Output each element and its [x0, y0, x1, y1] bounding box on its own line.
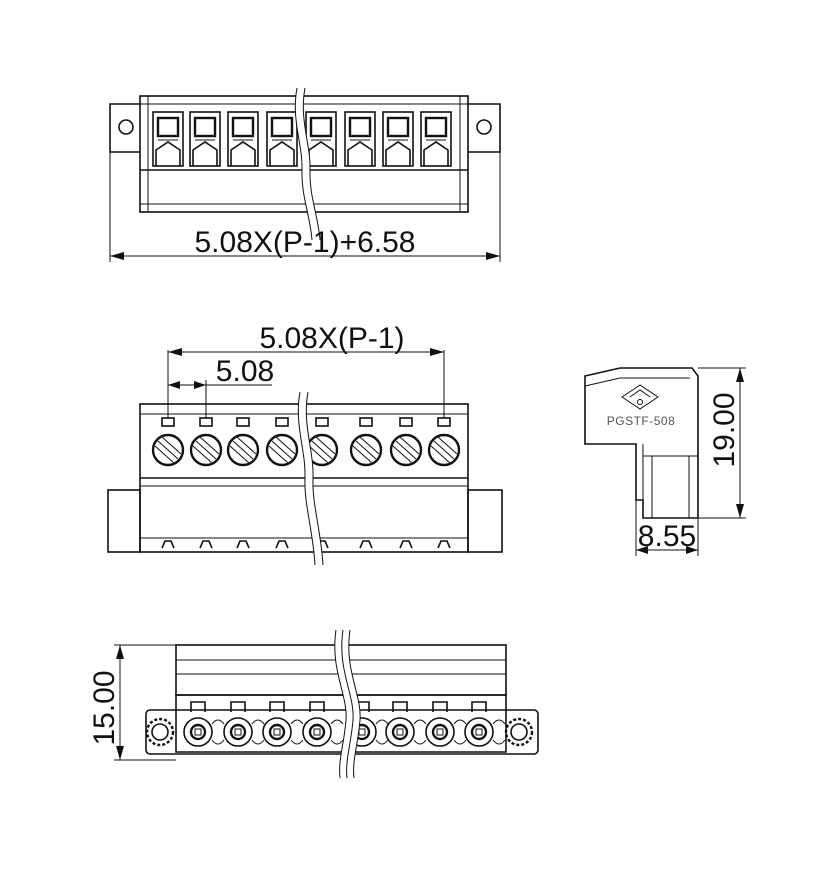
contact-foot: [437, 540, 451, 549]
pitch-label: 5.08: [216, 355, 274, 388]
contact-foot: [359, 540, 373, 549]
clamp-screw: [265, 417, 299, 467]
wire-opening: [189, 111, 221, 167]
side-depth-label: 8.55: [638, 520, 696, 553]
clamp-screw: [151, 417, 185, 467]
contact-foot: [161, 540, 175, 549]
front-view: 5.08X(P-1) 5.08: [107, 322, 503, 566]
front-view-contacts: [161, 540, 451, 549]
terminal-contact: [302, 701, 344, 747]
side-height-dimension: 19.00: [698, 367, 746, 519]
brand-logo-icon: [621, 384, 659, 410]
clamp-screw: [226, 417, 260, 467]
wire-opening: [344, 111, 376, 167]
front-view-right-flange: [467, 489, 503, 553]
side-depth-dimension: 8.55: [635, 500, 699, 556]
bottom-view-terminals: [183, 701, 506, 747]
bottom-height-label: 15.00: [88, 670, 121, 745]
side-height-label: 19.00: [708, 392, 741, 467]
bottom-view-right-knurled-screw: [504, 717, 534, 747]
terminal-contact: [262, 701, 304, 747]
side-view: PGSTF-508 19.00 8.55: [584, 367, 746, 556]
top-view-right-mount-hole: [476, 119, 492, 135]
wire-opening: [227, 111, 259, 167]
top-view: [109, 87, 501, 241]
wire-opening: [420, 111, 452, 167]
pitch-span-dimension: 5.08X(P-1): [167, 322, 445, 418]
terminal-contact: [385, 701, 427, 747]
contact-foot: [399, 540, 413, 549]
front-view-break-line: [297, 391, 316, 566]
top-view-left-flange: [109, 103, 140, 153]
pitch-span-label: 5.08X(P-1): [259, 322, 404, 355]
contact-foot: [275, 540, 289, 549]
bottom-view-terminal-body: [175, 694, 507, 753]
wire-opening: [305, 111, 337, 167]
wire-opening: [266, 111, 298, 167]
clamp-screw: [189, 417, 223, 467]
bottom-view-left-knurled-screw: [145, 717, 175, 747]
clamp-screw: [389, 417, 423, 467]
clamp-screw: [349, 417, 383, 467]
terminal-contact: [183, 701, 225, 747]
top-view-right-flange: [468, 103, 501, 153]
contact-foot: [199, 540, 213, 549]
terminal-contact: [425, 701, 467, 747]
terminal-contact: [464, 701, 506, 747]
bottom-view: 15.00: [88, 629, 539, 779]
pitch-dimension: 5.08: [168, 355, 274, 418]
part-mark-label: PGSTF-508: [607, 414, 676, 428]
top-view-wire-openings: [152, 111, 452, 167]
contact-foot: [236, 540, 250, 549]
overall-length-label: 5.08X(P-1)+6.58: [195, 226, 416, 259]
top-view-left-mount-hole: [118, 119, 134, 135]
clamp-screw: [427, 417, 461, 467]
top-view-break-line: [294, 87, 313, 241]
overall-length-dimension: 5.08X(P-1)+6.58: [109, 152, 501, 262]
bottom-height-dimension: 15.00: [88, 644, 176, 761]
wire-opening: [382, 111, 414, 167]
front-view-screws: [151, 417, 461, 467]
front-view-left-flange: [107, 489, 141, 553]
bottom-view-break-line: [334, 629, 347, 779]
wire-opening: [152, 111, 184, 167]
terminal-contact: [223, 701, 265, 747]
